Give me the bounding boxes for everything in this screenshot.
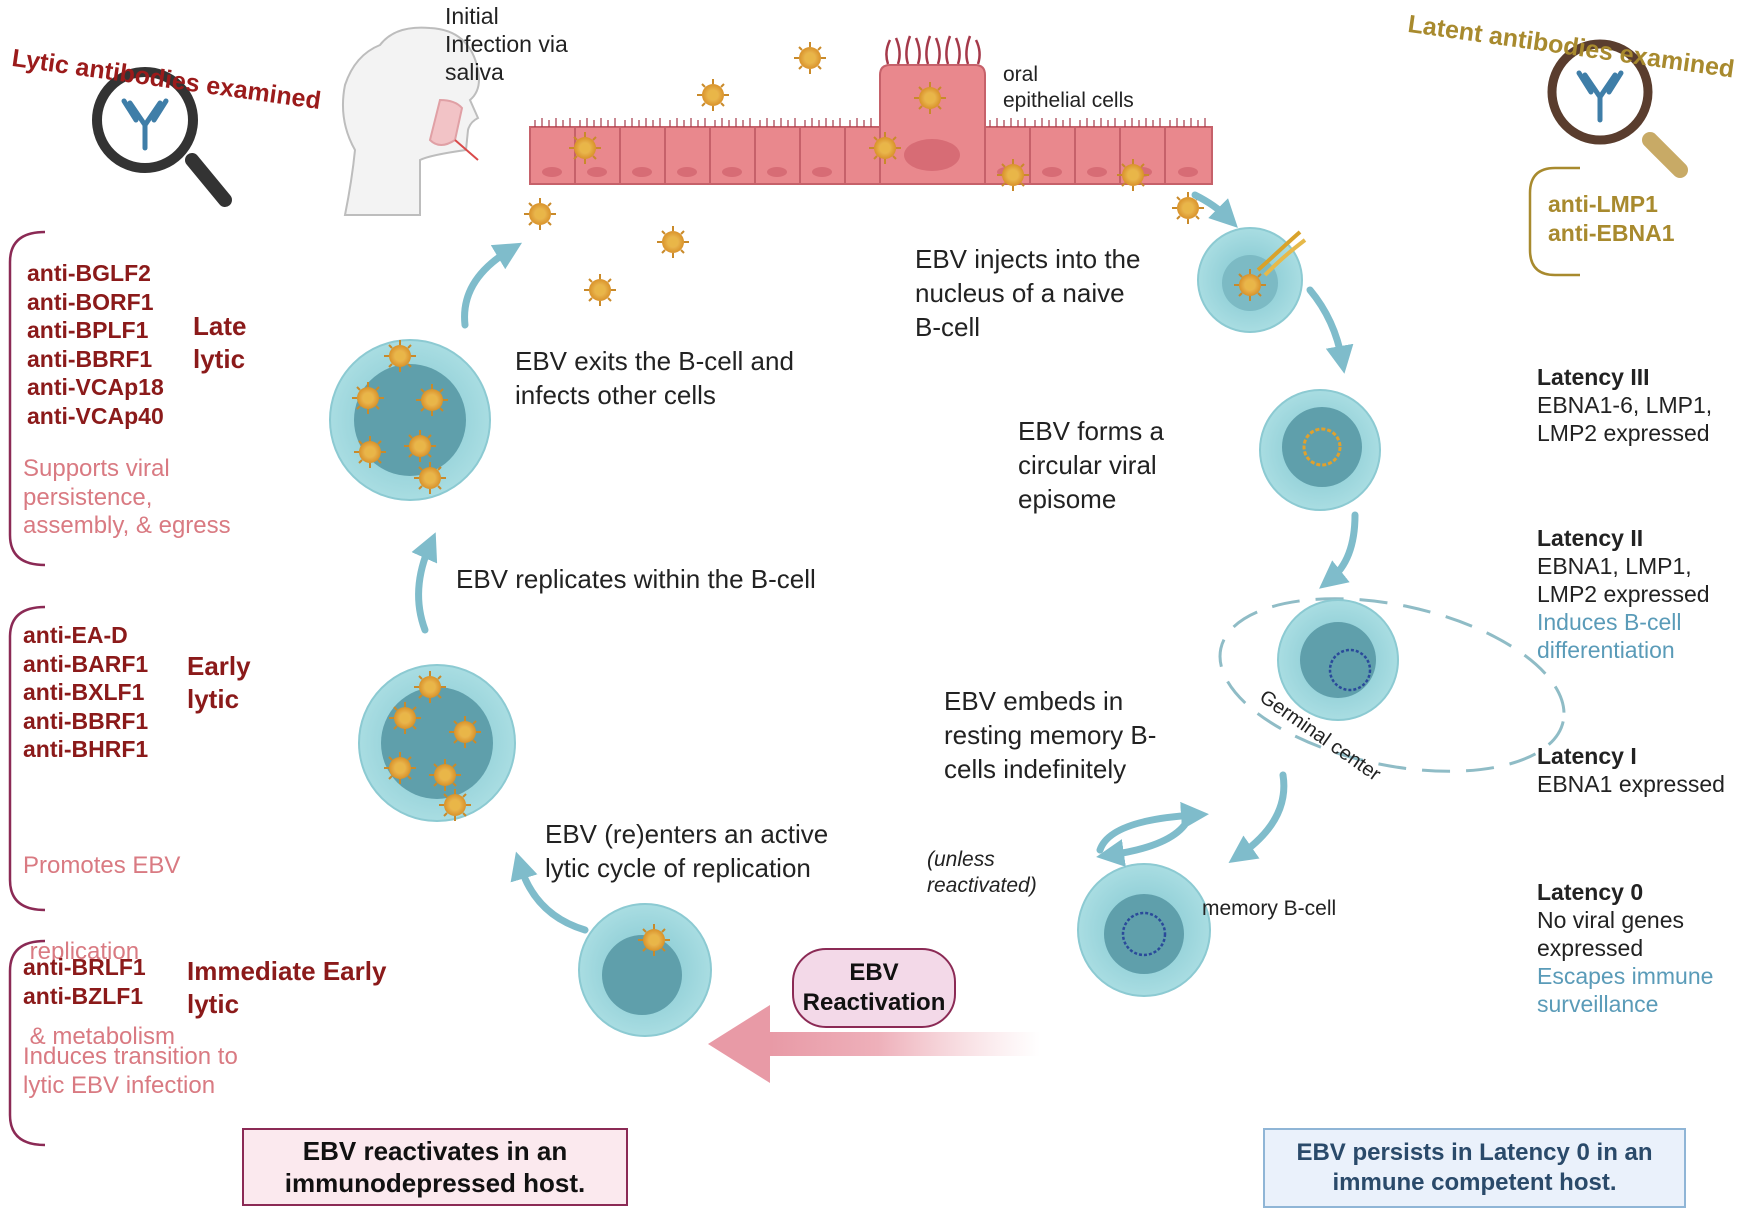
cycle-arrows	[411, 191, 1359, 934]
unless-reactivated-note: (unless reactivated)	[927, 848, 1037, 897]
reentry-bcell	[578, 903, 712, 1037]
memory-bcell-label: memory B-cell	[1202, 897, 1337, 920]
step-reenters-lytic: EBV (re)enters an active lytic cycle of …	[545, 819, 829, 883]
late-lytic-note: Supports viral persistence, assembly, & …	[23, 455, 231, 539]
exiting-bcell	[329, 339, 491, 501]
immediate-early-label: Immediate Early lytic	[187, 956, 387, 1019]
early-lytic-label: Early lytic	[187, 651, 251, 714]
initial-infection-label: Initial Infection via saliva	[445, 3, 568, 85]
immediate-early-bracket	[8, 939, 46, 1147]
epithelial-cell-layer	[529, 35, 1213, 185]
human-head-icon	[342, 26, 480, 216]
lytic-magnifier-icon	[92, 67, 232, 207]
early-lytic-note: Promotes EBV replication & metabolism	[23, 852, 181, 1050]
reactivation-arrow	[708, 1005, 1040, 1083]
naive-bcell	[1197, 227, 1307, 333]
germinal-center-zone	[1218, 597, 1566, 773]
step-embeds-memory: EBV embeds in resting memory B- cells in…	[944, 686, 1157, 784]
latency-0: Latency 0 No viral genes expressed Escap…	[1537, 879, 1714, 1017]
early-lytic-antibody-list: anti-EA-D anti-BARF1 anti-BXLF1 anti-BBR…	[23, 622, 149, 762]
replicating-bcell	[358, 664, 516, 822]
latency-ii: Latency II EBNA1, LMP1, LMP2 expressed I…	[1537, 525, 1710, 663]
immune-competent-host-box: EBV persists in Latency 0 in an immune c…	[1263, 1128, 1686, 1208]
latency-i: Latency I EBNA1 expressed	[1537, 743, 1725, 797]
early-lytic-bracket	[8, 605, 46, 912]
latent-antibody-list: anti-LMP1 anti-EBNA1	[1548, 191, 1675, 246]
step-forms-episome: EBV forms a circular viral episome	[1018, 416, 1164, 514]
late-lytic-antibody-list: anti-BGLF2 anti-BORF1 anti-BPLF1 anti-BB…	[27, 260, 164, 429]
late-lytic-label: Late lytic	[193, 311, 247, 374]
immediate-early-antibody-list: anti-BRLF1 anti-BZLF1	[23, 954, 146, 1009]
latent-magnifier-icon	[1528, 39, 1688, 277]
latency-iii: Latency III EBNA1-6, LMP1, LMP2 expresse…	[1537, 364, 1713, 446]
immediate-early-note: Induces transition to lytic EBV infectio…	[23, 1043, 238, 1099]
immunodepressed-host-box: EBV reactivates in an immunodepressed ho…	[242, 1128, 628, 1206]
episome-bcell	[1259, 389, 1381, 511]
step-injects-nucleus: EBV injects into the nucleus of a naive …	[915, 244, 1141, 342]
oral-epithelial-label: oral epithelial cells	[1003, 63, 1134, 112]
step-exits-bcell: EBV exits the B-cell and infects other c…	[515, 346, 794, 410]
step-replicates: EBV replicates within the B-cell	[456, 564, 816, 594]
memory-bcell	[1077, 863, 1211, 997]
reactivation-pill: EBV Reactivation	[792, 948, 956, 1028]
late-lytic-bracket	[8, 230, 46, 567]
